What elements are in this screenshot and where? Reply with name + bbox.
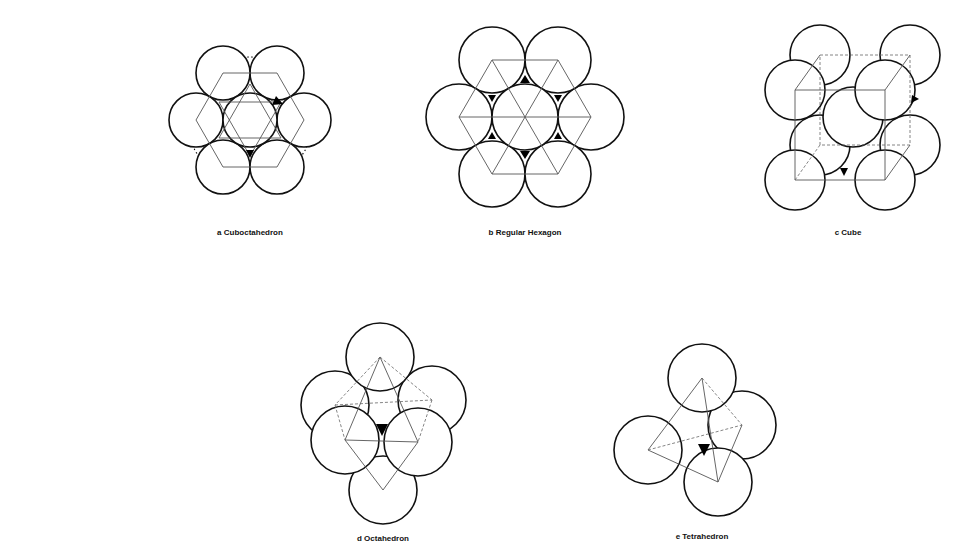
interstice — [488, 132, 496, 139]
wire-frame — [648, 378, 702, 450]
figure-caption: a Cuboctahedron — [215, 228, 285, 238]
tetrahedron-figure — [614, 344, 776, 516]
wire-frame — [459, 60, 591, 174]
wire-frame — [885, 145, 910, 180]
wire-frame — [492, 60, 558, 174]
wire-frame — [885, 55, 910, 90]
interstice — [554, 132, 562, 139]
wire-frame — [345, 440, 418, 442]
interstice — [698, 444, 710, 456]
wire-frame — [219, 102, 281, 156]
wire-frame — [345, 440, 383, 490]
figure-caption: e Tetrahedron — [674, 532, 731, 542]
wire-frame — [335, 357, 380, 405]
cuboctahedron-figure — [169, 46, 331, 194]
figure-caption: c Cube — [833, 228, 864, 238]
wire-frame — [335, 405, 345, 440]
wire-frame — [795, 55, 820, 90]
wire-frame — [219, 84, 281, 138]
wire-frame — [418, 400, 432, 442]
wire-frame — [335, 400, 432, 405]
hexagon-figure — [426, 27, 624, 207]
interstice — [520, 151, 530, 159]
interstice — [840, 168, 848, 176]
interstice — [911, 95, 919, 103]
wire-frame — [196, 73, 304, 167]
wire-frame — [795, 90, 885, 180]
wire-frame — [702, 378, 742, 425]
interstice — [554, 95, 562, 102]
interstice — [246, 150, 254, 158]
wire-frame — [718, 425, 742, 482]
octahedron-figure — [301, 323, 466, 524]
wire-frame — [648, 450, 718, 482]
wire-frame — [795, 145, 820, 180]
wire-frame — [380, 357, 418, 442]
interstice — [488, 95, 496, 102]
wire-frame — [820, 55, 910, 145]
cube-figure — [765, 25, 940, 210]
interstice — [520, 75, 530, 83]
figure-caption: d Octahedron — [355, 534, 411, 544]
sphere — [223, 93, 277, 147]
wire-frame — [380, 357, 432, 400]
interstice — [272, 96, 283, 105]
wire-frame — [345, 357, 380, 440]
interstice — [376, 424, 388, 436]
wire-frame — [648, 425, 742, 450]
wire-frame — [492, 60, 558, 174]
figure-caption: b Regular Hexagon — [487, 228, 564, 238]
wire-frame — [383, 442, 418, 490]
